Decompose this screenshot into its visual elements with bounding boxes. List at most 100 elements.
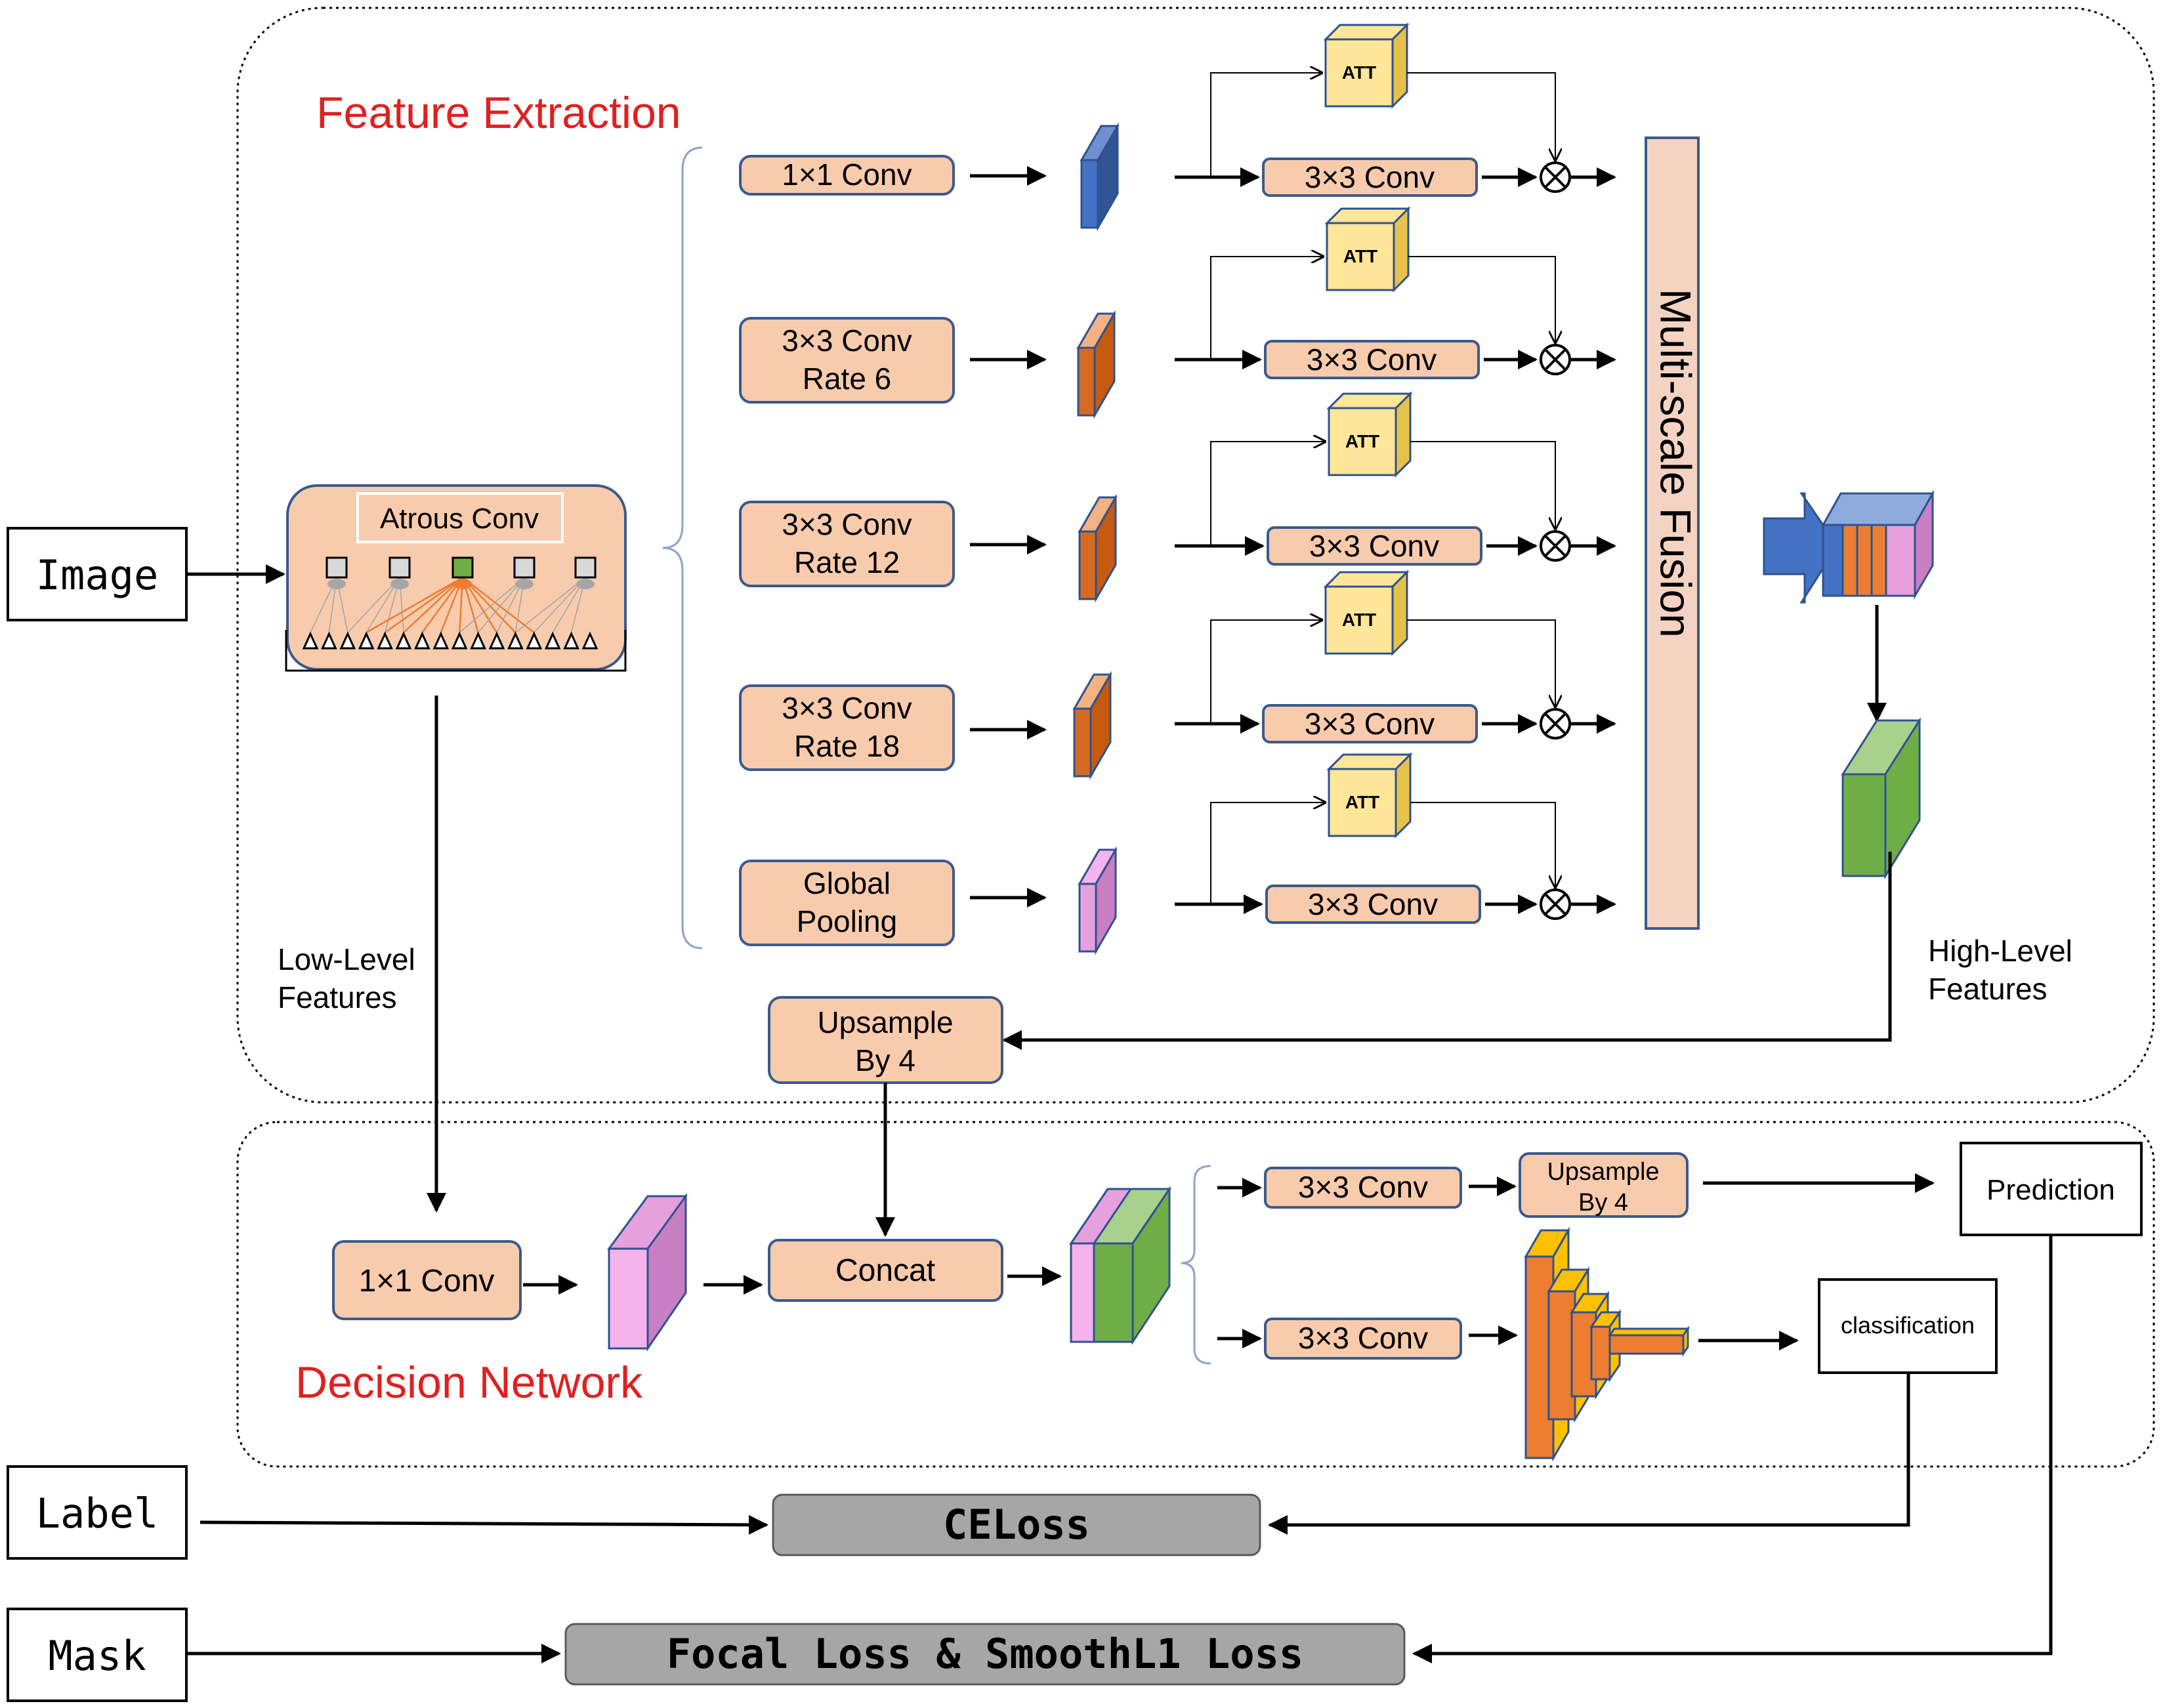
upsample-main-box: Upsample By 4	[768, 996, 1003, 1084]
att-input-line	[1210, 73, 1322, 177]
branch-conv-box	[739, 501, 955, 587]
atrous-kernel-node	[390, 579, 409, 589]
branch-conv-box	[739, 684, 955, 771]
svg-text:Prediction: Prediction	[1986, 1174, 2115, 1206]
atrous-kernel-node	[327, 579, 346, 589]
multi-scale-fusion-label: Multi-scale Fusion	[1652, 289, 1700, 638]
atrous-input-pixel	[526, 631, 543, 650]
svg-text:By 4: By 4	[855, 1043, 915, 1077]
atrous-input-pixel	[470, 631, 486, 650]
post-conv-box	[1265, 885, 1481, 924]
post-conv-box	[1262, 704, 1478, 743]
decision-network-region	[236, 1121, 2155, 1468]
svg-text:Upsample: Upsample	[817, 1005, 953, 1039]
low-level-pink-tensor	[607, 1193, 688, 1352]
block-arrow-icon	[1763, 492, 1839, 604]
image-input: Image	[7, 527, 188, 621]
branch-tensor	[1078, 493, 1118, 603]
atrous-input-pixel	[321, 631, 337, 650]
atrous-input-pixel	[581, 631, 598, 650]
branch-label-line1: 3×3 Conv	[782, 691, 912, 725]
high-level-label-1: High-Level	[1928, 934, 2072, 968]
att-input-line	[1210, 442, 1325, 546]
decision-conv-top-box: 3×3 Conv	[1264, 1167, 1462, 1209]
atrous-input-pixel	[414, 631, 430, 650]
attention-block-5: 3×3 Conv ATT	[1175, 752, 1616, 924]
branch-label-line1: 3×3 Conv	[782, 507, 912, 541]
atrous-input-pixel	[563, 631, 579, 650]
svg-text:By 4: By 4	[1578, 1189, 1628, 1217]
atrous-input-pixel	[302, 631, 319, 650]
atrous-kernel-node	[453, 579, 472, 589]
atrous-feature-square	[513, 556, 536, 579]
atrous-feature-square	[574, 556, 597, 579]
att-label: ATT	[1345, 792, 1379, 812]
circled-times-icon	[1540, 888, 1571, 920]
post-conv-box	[1264, 340, 1480, 379]
branch-label-line2: Rate 6	[803, 362, 892, 396]
feature-extraction-region	[236, 7, 2155, 1104]
att-cube: ATT	[1323, 570, 1410, 656]
atrous-kernel-node	[576, 579, 595, 589]
svg-text:1×1 Conv: 1×1 Conv	[359, 1264, 495, 1299]
att-output-line	[1407, 619, 1555, 707]
atrous-conv-title: Atrous Conv	[380, 503, 539, 535]
feature-extraction-title: Feature Extraction	[316, 88, 681, 138]
branch-conv-box	[739, 155, 955, 196]
branch-conv-box	[739, 317, 955, 404]
atrous-feature-square	[452, 556, 474, 579]
decision-network-title: Decision Network	[295, 1358, 643, 1407]
prediction-box: Prediction	[1960, 1142, 2143, 1236]
atrous-feature-square	[326, 556, 348, 579]
atrous-input-pixel	[395, 631, 412, 650]
atrous-input-pixel	[488, 631, 505, 650]
att-output-line	[1410, 802, 1555, 887]
post-conv-label: 3×3 Conv	[1308, 887, 1438, 921]
att-cube: ATT	[1326, 752, 1413, 839]
classification-box: classification	[1818, 1278, 1998, 1374]
att-output-line	[1410, 441, 1555, 529]
branch-tensor	[1076, 310, 1116, 419]
att-input-line	[1210, 257, 1323, 360]
atrous-connection	[459, 577, 525, 633]
ce-loss-box: CELoss	[772, 1493, 1261, 1556]
atrous-input-pixel	[544, 631, 561, 650]
branch-label-line1: 1×1 Conv	[782, 157, 912, 192]
atrous-connection	[384, 576, 463, 634]
atrous-connection	[366, 576, 463, 634]
post-conv-label: 3×3 Conv	[1309, 529, 1439, 563]
atrous-input-pixel	[358, 631, 375, 650]
att-output-line	[1408, 256, 1555, 343]
concat-tensor	[1069, 1186, 1171, 1346]
mask-input: Mask	[7, 1608, 188, 1702]
post-conv-label: 3×3 Conv	[1305, 160, 1435, 194]
att-input-line	[1210, 620, 1322, 724]
circled-times-icon	[1540, 344, 1571, 375]
branch-tensor	[1072, 671, 1112, 780]
svg-text:classification: classification	[1841, 1312, 1975, 1339]
atrous-feature-square	[388, 556, 411, 579]
att-label: ATT	[1343, 246, 1377, 266]
post-conv-box	[1267, 526, 1482, 566]
decision-conv1x1-box: 1×1 Conv	[332, 1240, 522, 1320]
branch-brace	[662, 146, 703, 949]
svg-text:Focal Loss & SmoothL1 Loss: Focal Loss & SmoothL1 Loss	[667, 1630, 1304, 1678]
prediction-to-focal-arrow	[1412, 1235, 2053, 1663]
atrous-connection	[403, 577, 463, 633]
post-conv-box	[1262, 157, 1478, 197]
branch-label-line2: Pooling	[797, 904, 897, 938]
atrous-input-pixel	[432, 631, 450, 650]
high-level-label-2: Features	[1928, 972, 2048, 1006]
branch-label-line2: Rate 12	[794, 545, 900, 579]
atrous-input-pixel	[339, 631, 356, 650]
branch-label-line1: 3×3 Conv	[782, 323, 912, 358]
